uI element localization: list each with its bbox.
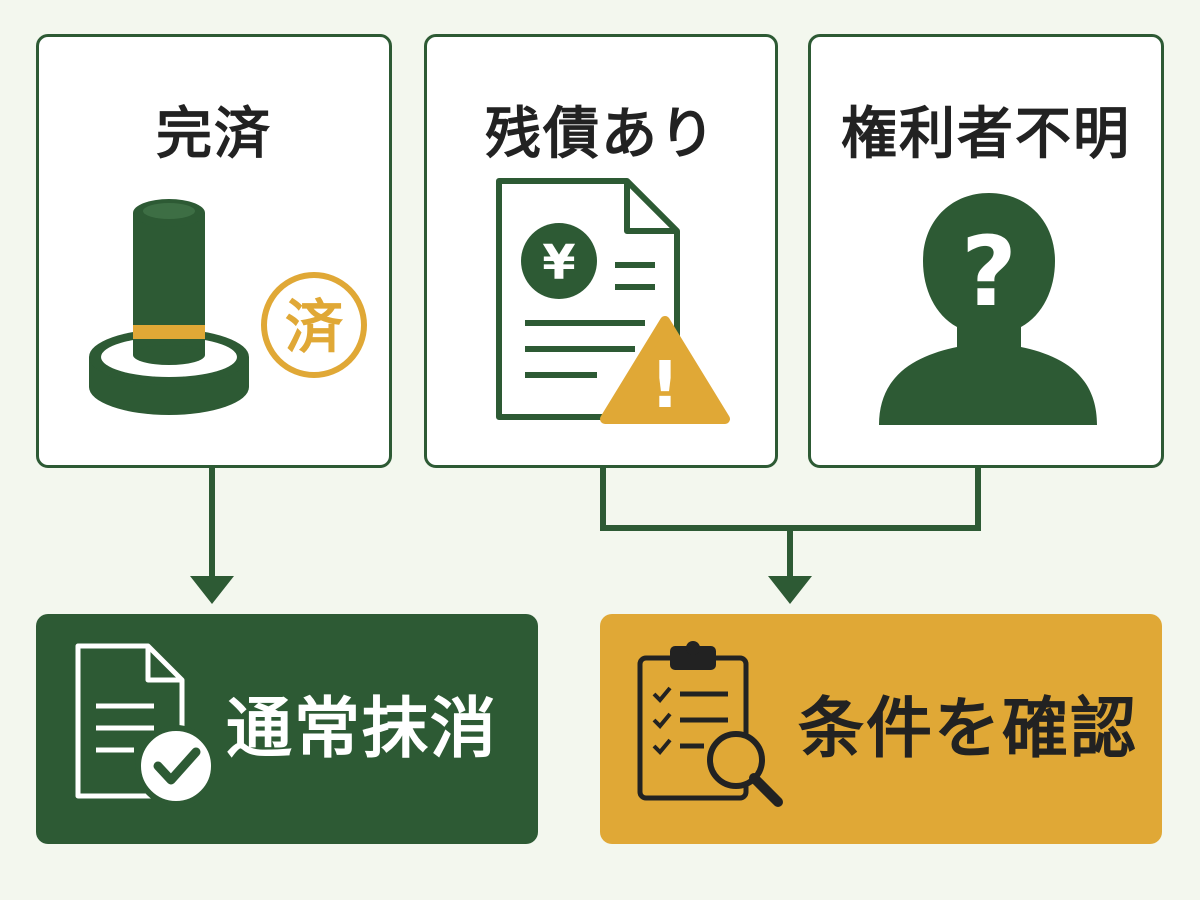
arrowhead-check	[768, 576, 812, 604]
stamp-text: 済	[285, 293, 344, 361]
card-title-unknown: 権利者不明	[841, 102, 1131, 167]
clipboard-search-icon	[637, 641, 783, 807]
result-check: 条件を確認	[600, 614, 1162, 844]
result-normal: 通常抹消	[36, 614, 538, 844]
question-mark: ?	[961, 216, 1017, 328]
card-title-paid: 完済	[156, 102, 272, 167]
connector-merge	[600, 468, 981, 531]
stamp-icon: 済	[89, 199, 367, 415]
yen-symbol: ¥	[542, 235, 575, 291]
document-check-icon	[75, 643, 217, 807]
unknown-person-icon: ?	[879, 193, 1097, 425]
result-label-check: 条件を確認	[798, 690, 1138, 767]
document-warning-icon: ¥ !	[496, 178, 730, 424]
card-debt: 残債あり ¥ !	[424, 34, 778, 468]
warning-mark: !	[650, 349, 679, 423]
arrowhead-normal	[190, 576, 234, 604]
card-title-debt: 残債あり	[485, 102, 717, 167]
card-unknown: 権利者不明 ?	[808, 34, 1164, 468]
card-paid: 完済 済	[36, 34, 392, 468]
result-label-normal: 通常抹消	[226, 690, 498, 767]
